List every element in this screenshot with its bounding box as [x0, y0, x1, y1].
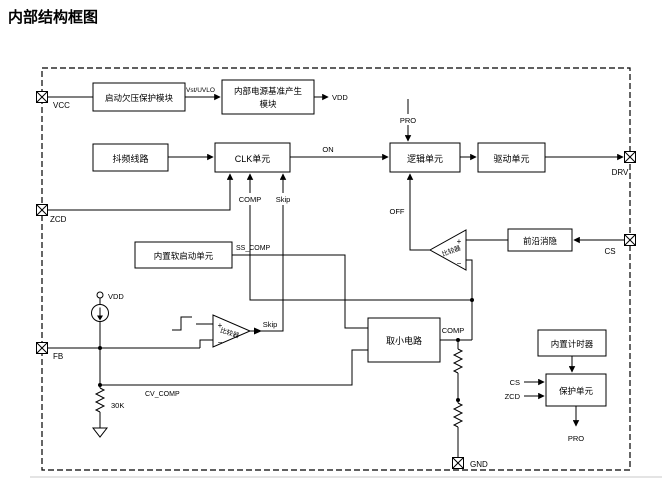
- pin-drv-label: DRV: [612, 168, 629, 177]
- block-min-select-label: 取小电路: [386, 335, 422, 346]
- pin-gnd-label: GND: [470, 460, 488, 469]
- wire-fb-comparator: [199, 339, 213, 348]
- block-leb-label: 前沿消隐: [523, 236, 558, 246]
- current-source-arrowhead: [97, 315, 103, 321]
- label-vdd-source: VDD: [108, 292, 124, 301]
- pin-cs-label: CS: [604, 247, 615, 256]
- wires: [47, 93, 624, 458]
- block-driver-label: 驱动单元: [493, 153, 529, 164]
- pin-vcc: [36, 91, 48, 103]
- block-protection-label: 保护单元: [559, 386, 594, 396]
- wire-off: [406, 173, 430, 251]
- label-bg: [270, 193, 296, 205]
- comparator-skip-minus: −: [218, 338, 223, 347]
- wire-ss-comp: [232, 254, 368, 329]
- label-off: OFF: [390, 207, 405, 216]
- wire-comparator-minus: [466, 259, 473, 340]
- label-skip-clk: Skip: [276, 195, 291, 204]
- comparator-cs-minus: −: [457, 259, 462, 268]
- label-skip-out: Skip: [263, 320, 278, 329]
- block-protection: 保护单元: [545, 373, 607, 407]
- vdd-terminal: [96, 291, 104, 299]
- block-startup-uvlo-label: 启动欠压保护模块: [105, 93, 174, 103]
- block-internal-ref-label-line2: 模块: [259, 99, 277, 109]
- label-comp-clk: COMP: [239, 195, 262, 204]
- block-leading-edge-blanking: 前沿消隐: [507, 228, 573, 252]
- pin-vcc-label: VCC: [53, 101, 70, 110]
- pin-fb: [36, 342, 48, 354]
- comparator-skip: 比较器 + −: [212, 314, 252, 348]
- comparator-skip-plus: +: [218, 321, 223, 330]
- skip-arrowhead: [254, 327, 262, 335]
- wire-cv-comp: [100, 349, 368, 386]
- block-driver: 驱动单元: [477, 142, 546, 173]
- pin-gnd: [452, 457, 464, 469]
- label-pro-top: PRO: [400, 116, 416, 125]
- block-clk-label: CLK单元: [235, 153, 271, 164]
- hysteresis-icon: [172, 316, 192, 331]
- chip-boundary: [41, 67, 631, 471]
- resistor-30k: [94, 387, 106, 413]
- page-title: 内部结构框图: [8, 8, 98, 26]
- junction-dot: [456, 338, 460, 342]
- label-cs-protection: CS: [510, 378, 520, 387]
- pin-drv: [624, 151, 636, 163]
- comparator-cs: 比较器 + −: [428, 229, 467, 271]
- wire-zcd-clk: [47, 173, 234, 211]
- block-jitter: 抖频线路: [92, 143, 169, 172]
- block-jitter-label: 抖频线路: [112, 153, 148, 164]
- block-timer-label: 内置计时器: [551, 339, 594, 349]
- block-startup-uvlo: 启动欠压保护模块: [92, 82, 186, 112]
- label-vst-uvlo: Vst/UVLO: [186, 87, 215, 94]
- block-internal-ref: 内部电源基准产生 模块: [221, 79, 315, 115]
- pin-zcd-label: ZCD: [50, 215, 67, 224]
- label-bg: [395, 114, 421, 125]
- block-min-select: 取小电路: [367, 317, 441, 363]
- label-bg: [235, 193, 265, 205]
- resistor-1: [452, 348, 464, 374]
- block-logic-label: 逻辑单元: [407, 153, 443, 164]
- label-comp-out: COMP: [442, 326, 465, 335]
- label-pro-out: PRO: [568, 434, 584, 443]
- label-zcd-protection: ZCD: [505, 392, 521, 401]
- block-timer: 内置计时器: [537, 329, 607, 357]
- block-clk: CLK单元: [214, 142, 291, 173]
- label-ss-comp: SS_COMP: [236, 245, 271, 252]
- block-soft-start: 内置软启动单元: [134, 241, 233, 269]
- wire-comp-clk: [246, 173, 472, 301]
- comparator-cs-plus: +: [457, 237, 462, 246]
- ground-icon: [91, 427, 109, 438]
- label-cv-comp: CV_COMP: [145, 391, 180, 398]
- junction-dot: [470, 298, 474, 302]
- block-soft-start-label: 内置软启动单元: [154, 251, 214, 261]
- pin-cs: [624, 234, 636, 246]
- junction-dot: [98, 383, 102, 387]
- pin-zcd: [36, 204, 48, 216]
- label-vdd-top: VDD: [332, 93, 348, 102]
- label-on: ON: [322, 145, 333, 154]
- block-logic: 逻辑单元: [389, 142, 461, 173]
- pin-fb-label: FB: [53, 352, 63, 361]
- label-30k: 30K: [111, 401, 124, 410]
- junction-dot: [98, 346, 102, 350]
- junction-dot: [456, 398, 460, 402]
- resistor-2: [452, 402, 464, 428]
- block-internal-ref-label-line1: 内部电源基准产生: [234, 86, 303, 96]
